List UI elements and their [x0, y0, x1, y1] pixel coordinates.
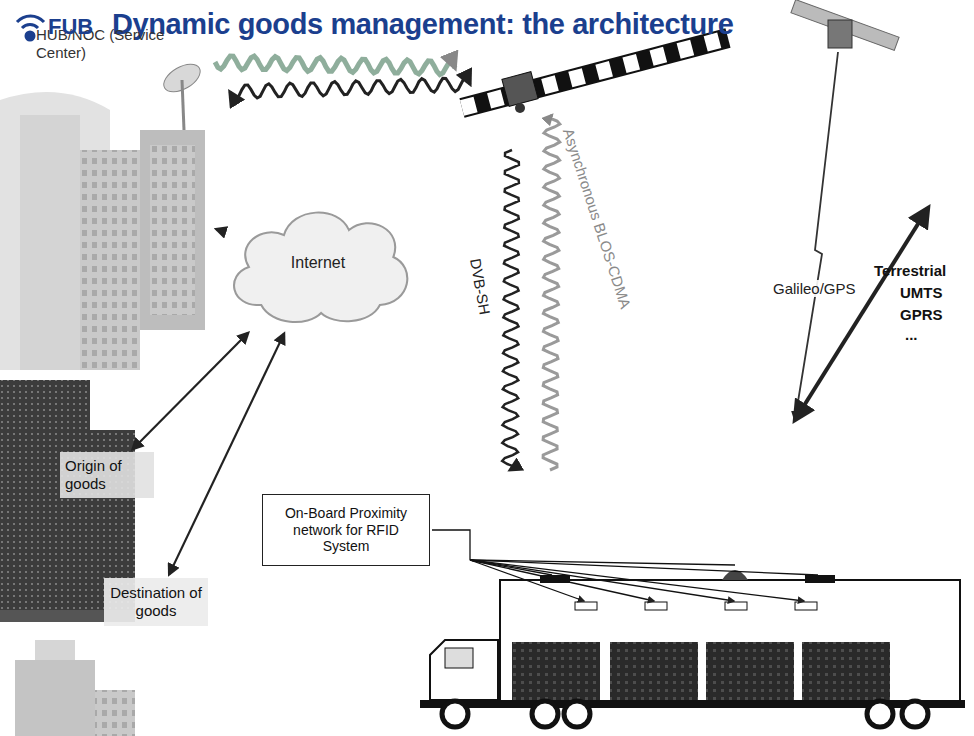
drawing-part	[462, 38, 728, 108]
diagram-title: Dynamic goods management: the architectu…	[112, 8, 733, 41]
node-text: On-Board Proximity network for RFID Syst…	[269, 505, 423, 555]
drawing-part	[22, 25, 38, 28]
drawing-part	[564, 701, 590, 727]
drawing-part	[462, 38, 728, 108]
drawing-part	[470, 560, 804, 601]
drawing-part	[17, 16, 44, 22]
proximity-links	[432, 530, 818, 601]
uplink-wave	[215, 56, 455, 75]
destination-building	[15, 640, 135, 736]
link-label: Asynchronous BLOS-CDMA	[559, 123, 635, 313]
network-label: GPRS	[900, 306, 943, 323]
drawing-part	[512, 642, 600, 700]
drawing-part	[445, 648, 473, 668]
node-text: Destination of goods	[109, 584, 203, 620]
drawing-part	[470, 560, 584, 601]
hub-building	[0, 58, 205, 370]
node-text: Internet	[220, 253, 416, 272]
drawing-part	[791, 0, 899, 50]
drawing-part	[95, 690, 135, 736]
link-label: Galileo/GPS	[770, 280, 859, 297]
internet-cloud: Internet	[220, 195, 416, 330]
drawing-part	[470, 560, 654, 601]
drawing-part	[610, 642, 698, 700]
network-label: ...	[905, 326, 918, 343]
drawing-part	[502, 72, 538, 107]
drawing-part	[430, 640, 498, 700]
drawing-part	[867, 701, 893, 727]
truck	[420, 570, 965, 727]
drawing-part	[470, 560, 734, 601]
drawing-part	[902, 701, 928, 727]
connector-arrow	[133, 333, 249, 449]
destination-label-node: Destination of goods	[104, 578, 208, 626]
drawing-part	[706, 642, 794, 700]
drawing-part	[140, 130, 205, 330]
drawing-part	[575, 602, 597, 610]
link-label: DVB-SH	[467, 257, 494, 316]
gps-satellite	[791, 0, 899, 50]
drawing-part	[35, 640, 75, 660]
satellite	[462, 38, 728, 113]
drawing-part	[645, 602, 667, 610]
drawing-part	[795, 602, 817, 610]
drawing-part	[150, 145, 195, 315]
network-label: UMTS	[900, 284, 943, 301]
drawing-part	[432, 530, 470, 560]
connector-arrow	[216, 228, 218, 231]
drawing-part	[182, 80, 184, 130]
drawing-part	[442, 701, 468, 727]
drawing-part	[725, 602, 747, 610]
blos-wave	[543, 115, 560, 470]
drawing-part	[532, 701, 558, 727]
drawing-part	[15, 660, 95, 736]
proximity-box: On-Board Proximity network for RFID Syst…	[262, 494, 430, 566]
logo-text: FUB	[48, 14, 93, 40]
drawing-part	[515, 103, 525, 113]
drawing-part	[20, 115, 80, 370]
hub-node: HUB/NOC (Service Center)	[8, 22, 214, 367]
downlink-wave	[230, 77, 470, 99]
drawing-part	[802, 642, 890, 700]
drawing-part	[805, 575, 835, 583]
drawing-part	[80, 150, 140, 370]
drawing-part	[26, 32, 34, 40]
origin-label-node: Origin of goods	[60, 452, 154, 498]
dvb-sh-wave	[502, 150, 519, 470]
drawing-part	[828, 20, 852, 48]
node-text: Origin of goods	[65, 457, 149, 493]
drawing-part	[500, 580, 960, 702]
network-label: Terrestrial	[874, 262, 946, 279]
